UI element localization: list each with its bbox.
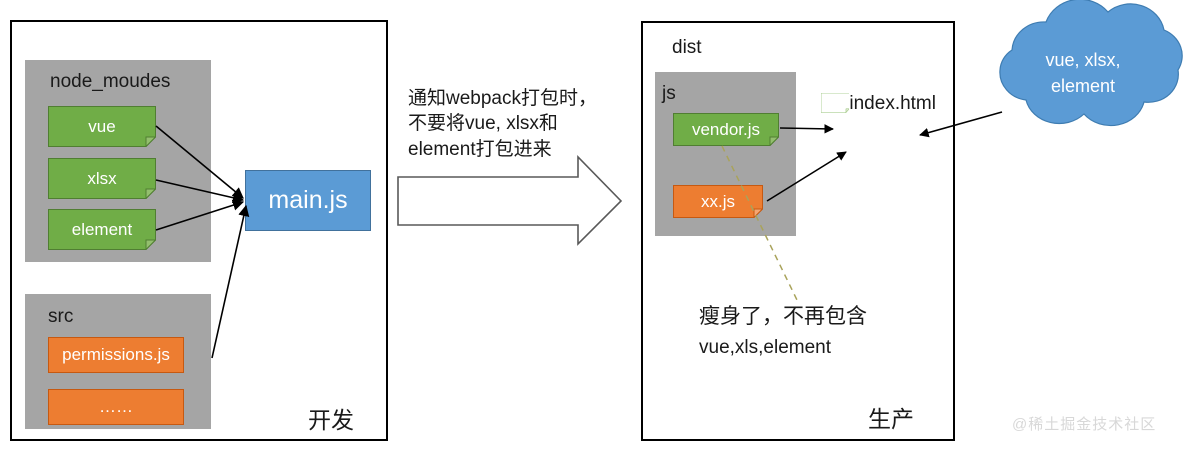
file-box-ellipsis[interactable]: …… [48,389,184,425]
cloud-text-line-2: element [1050,75,1116,96]
entry-box-main-js[interactable]: main.js [245,170,371,231]
file-label-permissions: permissions.js [62,345,170,364]
note-shape-icon [821,93,850,113]
bundle-box-xx-js[interactable]: xx.js [673,185,763,218]
note-shape-icon [48,158,156,199]
note-shape-icon [48,209,156,250]
middle-caption-line-2: 不要将vue, xlsx和 [408,113,558,135]
slim-note: 瘦身了，不再包含 vue,xls,element [699,302,867,362]
js-label: js [662,83,676,104]
middle-caption: 通知webpack打包时， 不要将vue, xlsx和 element打包进来 [408,86,597,162]
bundle-box-vendor-js[interactable]: vendor.js [673,113,779,146]
cloud-text-line-1: vue, xlsx, [1045,50,1121,70]
slim-note-line-1: 瘦身了，不再包含 [699,305,867,328]
src-label: src [48,306,74,327]
module-box-xlsx[interactable]: xlsx [48,158,156,199]
node-modules-label: node_moudes [50,71,171,92]
watermark: @稀土掘金技术社区 [1012,416,1157,433]
cloud-text: vue, xlsx, element [1000,48,1166,99]
note-shape-icon [48,106,156,147]
file-label-ellipsis: …… [99,397,133,416]
middle-caption-line-3: element打包进来 [408,138,552,160]
file-box-permissions[interactable]: permissions.js [48,337,184,373]
index-html-box[interactable]: index.html [821,86,936,166]
index-html-label: index.html [849,93,936,114]
module-box-vue[interactable]: vue [48,106,156,147]
dev-stage-tag: 开发 [308,407,354,433]
slim-note-line-2: vue,xls,element [699,336,832,358]
entry-label-main-js: main.js [268,186,348,214]
cloud-shape-icon [999,0,1183,127]
prod-stage-tag: 生产 [868,406,914,432]
note-shape-icon [673,185,763,218]
module-box-element[interactable]: element [48,209,156,250]
middle-caption-line-1: 通知webpack打包时， [408,88,597,109]
note-shape-icon [673,113,779,146]
block-arrow-icon [397,155,623,246]
dist-label: dist [672,37,702,58]
